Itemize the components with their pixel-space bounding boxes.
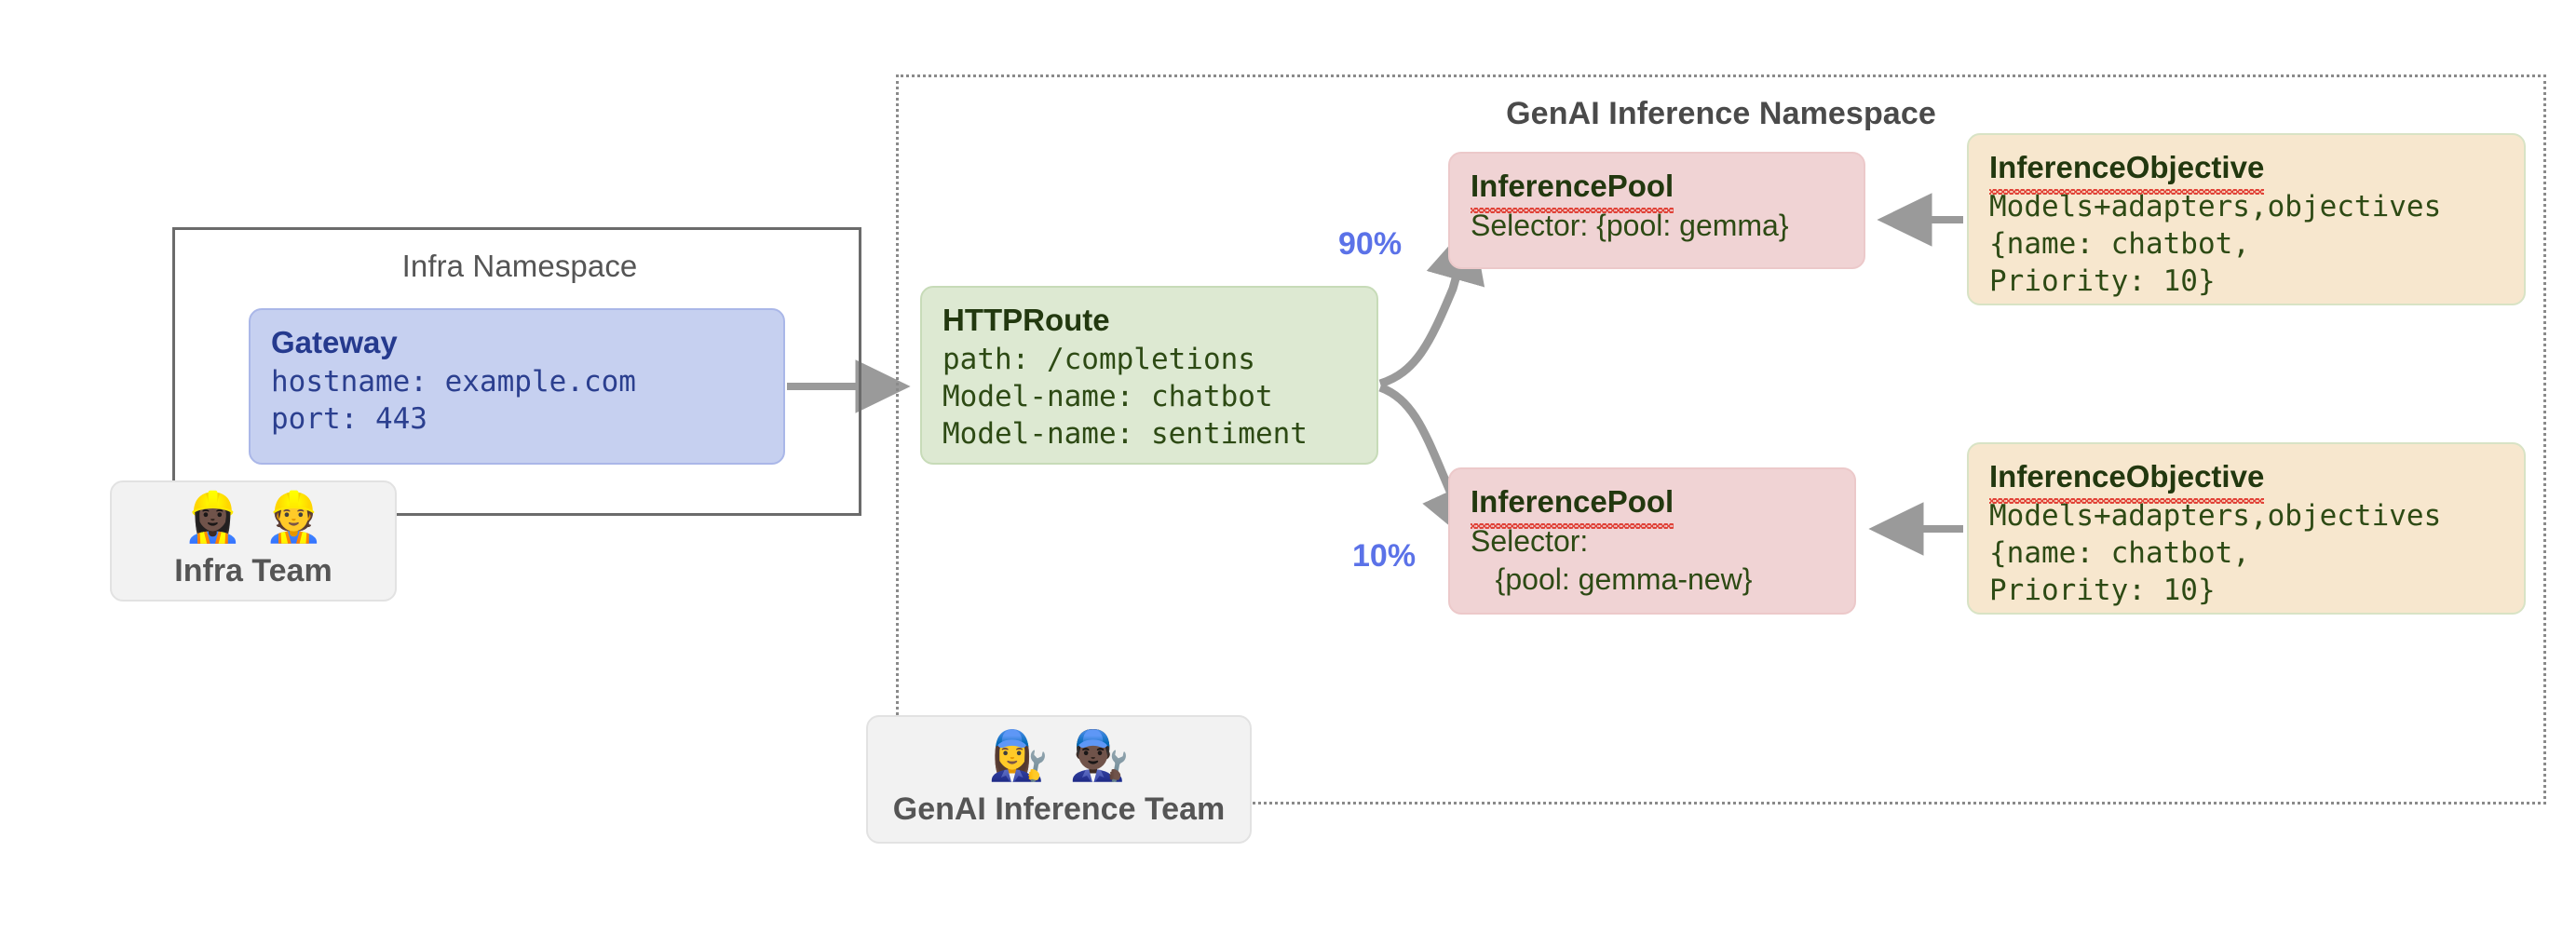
node-inferencepool-gemma[interactable]: InferencePool Selector: {pool: gemma}	[1448, 152, 1865, 269]
node-inferenceobjective-bottom-fields: Models+adapters,objectives {name: chatbo…	[1989, 498, 2442, 608]
node-inferenceobjective-bottom[interactable]: InferenceObjective Models+adapters,objec…	[1967, 442, 2526, 615]
node-gateway-title: Gateway	[271, 325, 398, 359]
node-httproute-title: HTTPRoute	[942, 303, 1110, 337]
namespace-genai: GenAI Inference Namespace	[896, 74, 2546, 805]
node-gateway-fields: hostname: example.com port: 443	[271, 364, 636, 437]
node-httproute-fields: path: /completions Model-name: chatbot M…	[942, 342, 1308, 452]
edge-label-90-percent: 90%	[1338, 226, 1403, 262]
construction-worker-icons: 👷🏿‍♀️👷	[183, 489, 345, 546]
team-card-infra-label: Infra Team	[174, 552, 332, 588]
node-inferencepool-gemma-new[interactable]: InferencePool Selector: {pool: gemma-new…	[1448, 467, 1856, 615]
edge-label-10-percent: 10%	[1352, 538, 1417, 574]
mechanic-icons: 👩‍🔧👨🏿‍🔧	[988, 727, 1150, 784]
node-inferencepool-gemma-new-title: InferencePool	[1471, 482, 1674, 529]
team-card-genai-label: GenAI Inference Team	[892, 791, 1226, 827]
namespace-infra-title: Infra Namespace	[401, 249, 638, 283]
team-card-infra[interactable]: 👷🏿‍♀️👷 Infra Team	[110, 480, 397, 602]
node-inferencepool-gemma-fields: Selector: {pool: gemma}	[1471, 208, 1789, 242]
node-inferenceobjective-top-title: InferenceObjective	[1989, 148, 2265, 195]
node-inferencepool-gemma-new-fields: Selector: {pool: gemma-new}	[1471, 523, 1753, 597]
node-gateway[interactable]: Gateway hostname: example.com port: 443	[249, 308, 785, 465]
node-httproute[interactable]: HTTPRoute path: /completions Model-name:…	[920, 286, 1378, 465]
node-inferenceobjective-top[interactable]: InferenceObjective Models+adapters,objec…	[1967, 133, 2526, 305]
namespace-genai-title: GenAI Inference Namespace	[1506, 96, 1936, 131]
namespace-infra: Infra Namespace	[172, 227, 861, 516]
node-inferencepool-gemma-title: InferencePool	[1471, 167, 1674, 213]
node-inferenceobjective-top-fields: Models+adapters,objectives {name: chatbo…	[1989, 189, 2442, 299]
node-inferenceobjective-bottom-title: InferenceObjective	[1989, 457, 2265, 504]
team-card-genai[interactable]: 👩‍🔧👨🏿‍🔧 GenAI Inference Team	[866, 715, 1252, 844]
